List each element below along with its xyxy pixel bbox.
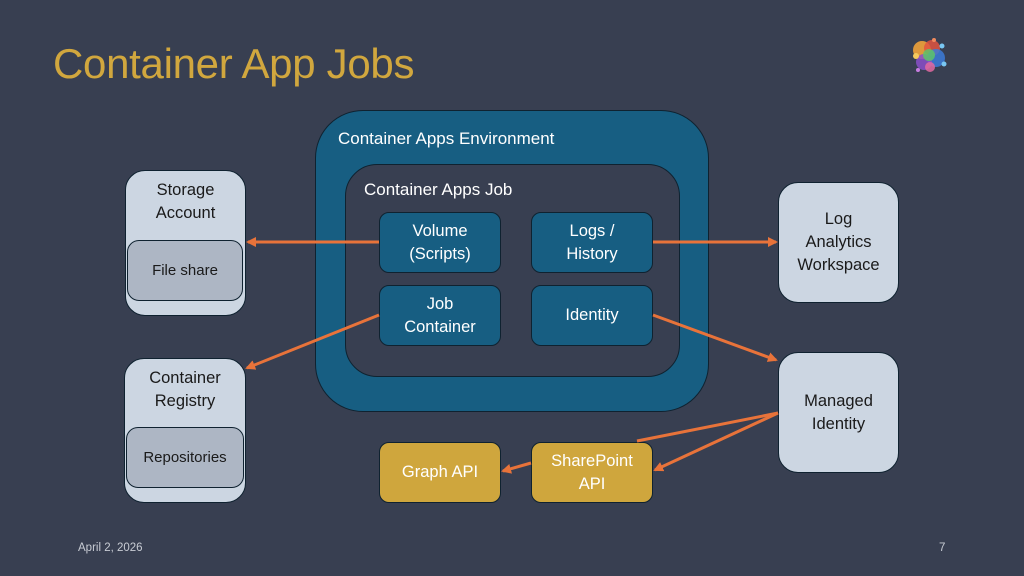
page-number: 7 (939, 542, 946, 554)
storage-line1: Storage (156, 181, 215, 199)
log-analytics-line1: Log (824, 210, 853, 228)
sharepoint-line2: API (578, 474, 606, 493)
storage-line2: Account (155, 204, 216, 222)
registry-line1: Container (149, 369, 221, 387)
log-analytics-line2: Analytics (805, 233, 872, 251)
arrow-jobcontainer-to-registry (245, 313, 380, 370)
identity-box: Identity (531, 285, 653, 346)
registry-line2: Registry (154, 392, 216, 410)
logs-line1: Logs / (569, 221, 615, 240)
managed-identity-line1: Managed (804, 391, 873, 410)
volume-line1: Volume (412, 221, 468, 240)
footer-date: April 2, 2026 (78, 542, 143, 554)
sharepoint-line1: SharePoint (551, 451, 633, 470)
job-container-line1: Job (426, 294, 454, 313)
environment-label: Container Apps Environment (338, 129, 555, 148)
slide-title: Container App Jobs (53, 40, 415, 87)
file-share-box: File share (127, 240, 243, 301)
arrow-identity-to-managedidentity (652, 313, 778, 362)
log-analytics-line3: Workspace (797, 256, 880, 274)
identity-label: Identity (565, 306, 619, 324)
logs-line2: History (566, 244, 618, 263)
job-label: Container Apps Job (364, 180, 513, 199)
volume-scripts-box: Volume (Scripts) (379, 212, 501, 273)
job-container-line2: Container (404, 317, 476, 336)
line-managedidentity-to-sharepoint-top (636, 411, 779, 443)
logs-history-box: Logs / History (531, 212, 653, 273)
colorful-abstract-logo-icon (913, 38, 947, 72)
graph-api-box: Graph API (379, 442, 501, 503)
volume-line2: (Scripts) (409, 244, 471, 263)
graph-api-label: Graph API (401, 463, 479, 481)
repositories-box: Repositories (126, 427, 244, 488)
managed-identity-line2: Identity (811, 414, 866, 433)
arrow-managedidentity-to-sharepoint (653, 411, 779, 472)
arrow-sharepoint-to-graph (501, 461, 532, 474)
